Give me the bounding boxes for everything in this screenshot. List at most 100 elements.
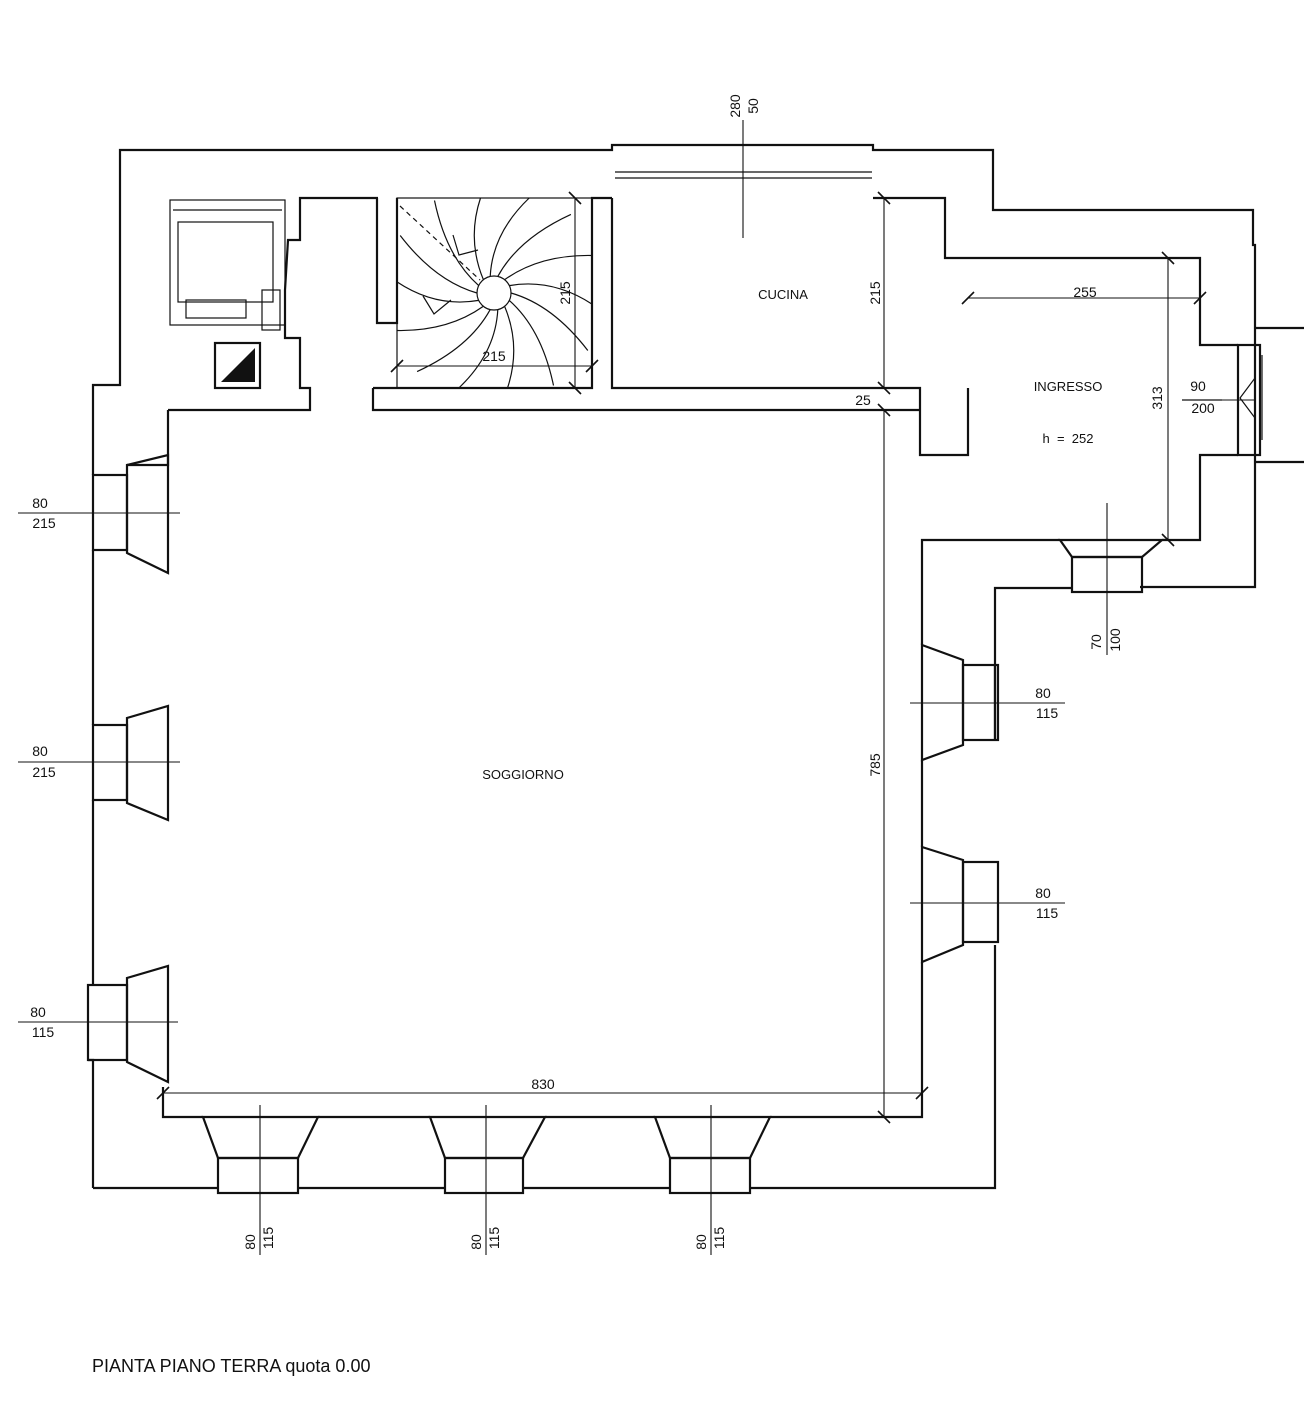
shower-inner	[177, 221, 274, 303]
window-right-2-frame	[961, 860, 1000, 944]
tick	[877, 1110, 891, 1124]
dim-text-left-1-w: 80	[32, 495, 48, 511]
outer-wall-south	[88, 1058, 95, 1188]
dim-text-top-b: 50	[745, 98, 761, 114]
room-height-ingresso: h = 252	[1043, 431, 1094, 446]
boiler-symbol	[221, 348, 255, 382]
dim-text-left-3-h: 115	[32, 1024, 55, 1040]
entry-door-arrow	[1239, 377, 1256, 419]
outer-wall-west-north	[91, 143, 1257, 589]
stair-tread	[504, 306, 515, 389]
bathroom-fixtures	[169, 199, 286, 390]
dim-text-left-3-w: 80	[30, 1004, 46, 1020]
dim-text-entry-window-w: 70	[1088, 634, 1104, 650]
window-left-3	[125, 964, 170, 1084]
tick	[1161, 251, 1175, 265]
entry-inner-north	[873, 196, 1238, 347]
stair-tread	[504, 254, 593, 281]
dim-text-wall-thickness: 25	[855, 392, 871, 408]
tick	[585, 359, 599, 373]
dim-text-right-2-w: 80	[1035, 885, 1051, 901]
stair-tread	[473, 197, 484, 280]
outer-wall-east-mid	[993, 586, 1072, 740]
room-label-cucina: CUCINA	[758, 287, 808, 302]
partition-top	[610, 198, 970, 457]
tick	[568, 381, 582, 395]
entry-inner-east	[1162, 453, 1238, 542]
stair-tread	[399, 235, 478, 294]
stair-tread	[416, 309, 491, 373]
dimension-labels: 215 215 280 50 215 25 255 313 785 830 90…	[30, 94, 1215, 1250]
windows	[86, 326, 1304, 1195]
drawing-title: PIANTA PIANO TERRA quota 0.00	[92, 1356, 371, 1376]
window-entry	[1057, 538, 1165, 559]
window-bottom-1-frame	[216, 1156, 300, 1195]
stair-arrow-1	[452, 234, 479, 256]
stair-tread	[458, 309, 499, 389]
dim-text-entry-width: 255	[1073, 284, 1097, 300]
tick	[877, 403, 891, 417]
tick	[1193, 291, 1207, 305]
dim-text-left-1-h: 215	[32, 515, 56, 531]
tick	[1161, 533, 1175, 547]
dim-text-entry-door-w: 90	[1190, 378, 1206, 394]
dim-text-left-2-w: 80	[32, 743, 48, 759]
stair-tread	[433, 200, 480, 287]
stair-path-dashed	[399, 205, 481, 281]
living-inner-south	[161, 1087, 203, 1119]
dim-text-bottom-2-w: 80	[468, 1234, 484, 1250]
room-label-soggiorno: SOGGIORNO	[482, 767, 564, 782]
living-inner-east-top	[920, 538, 1060, 645]
window-right-2	[920, 845, 965, 964]
stair-tread	[510, 292, 589, 351]
dim-text-kitchen-depth: 215	[867, 281, 883, 305]
stair-treads	[396, 197, 593, 389]
stair-tread	[396, 305, 484, 332]
outer-walls	[88, 143, 1257, 1190]
outer-wall-east-lower	[750, 945, 997, 1190]
stair-wall-west	[375, 198, 399, 325]
window-bottom-2	[428, 1115, 547, 1160]
dim-text-living-height: 785	[867, 753, 883, 777]
dim-text-entry-window-h: 100	[1107, 628, 1123, 652]
dimension-lines	[18, 120, 1255, 1255]
dim-text-entry-depth: 313	[1149, 386, 1165, 410]
window-bottom-3-frame	[668, 1156, 752, 1195]
stair-tread	[489, 197, 530, 277]
stair-arrow-2	[422, 295, 452, 315]
partition-living-top	[371, 388, 920, 412]
boiler-box	[213, 341, 262, 390]
spiral-stair	[396, 197, 593, 389]
tick	[915, 1086, 929, 1100]
dim-text-right-1-w: 80	[1035, 685, 1051, 701]
tick	[961, 291, 975, 305]
dim-text-right-2-h: 115	[1036, 905, 1059, 921]
bath-wall	[168, 196, 378, 412]
dim-text-bottom-3-w: 80	[693, 1234, 709, 1250]
tick	[390, 359, 404, 373]
tick	[568, 191, 582, 205]
tick	[877, 191, 891, 205]
stair-post	[476, 275, 512, 311]
dim-text-living-width: 830	[531, 1076, 555, 1092]
stair-tread	[497, 213, 572, 277]
dim-text-right-1-h: 115	[1036, 705, 1059, 721]
stair-tread	[509, 283, 593, 305]
living-inner-east-bottom	[770, 962, 924, 1119]
dim-text-bottom-3-h: 115	[711, 1227, 727, 1250]
dim-text-left-2-h: 215	[32, 764, 56, 780]
shower-tray	[169, 199, 286, 326]
inner-walls	[127, 171, 1238, 1119]
window-bottom-2-frame	[443, 1156, 525, 1195]
tick	[877, 381, 891, 395]
dim-text-bottom-1-h: 115	[260, 1227, 276, 1250]
stair-well	[396, 197, 593, 389]
window-left-2	[125, 704, 170, 822]
window-bottom-3	[653, 1115, 772, 1160]
dim-text-bottom-1-w: 80	[242, 1234, 258, 1250]
dim-text-stair-depth: 215	[557, 281, 573, 305]
window-left-1	[125, 453, 170, 575]
wall-fixture	[261, 289, 281, 331]
dim-text-top-a: 280	[727, 94, 743, 118]
